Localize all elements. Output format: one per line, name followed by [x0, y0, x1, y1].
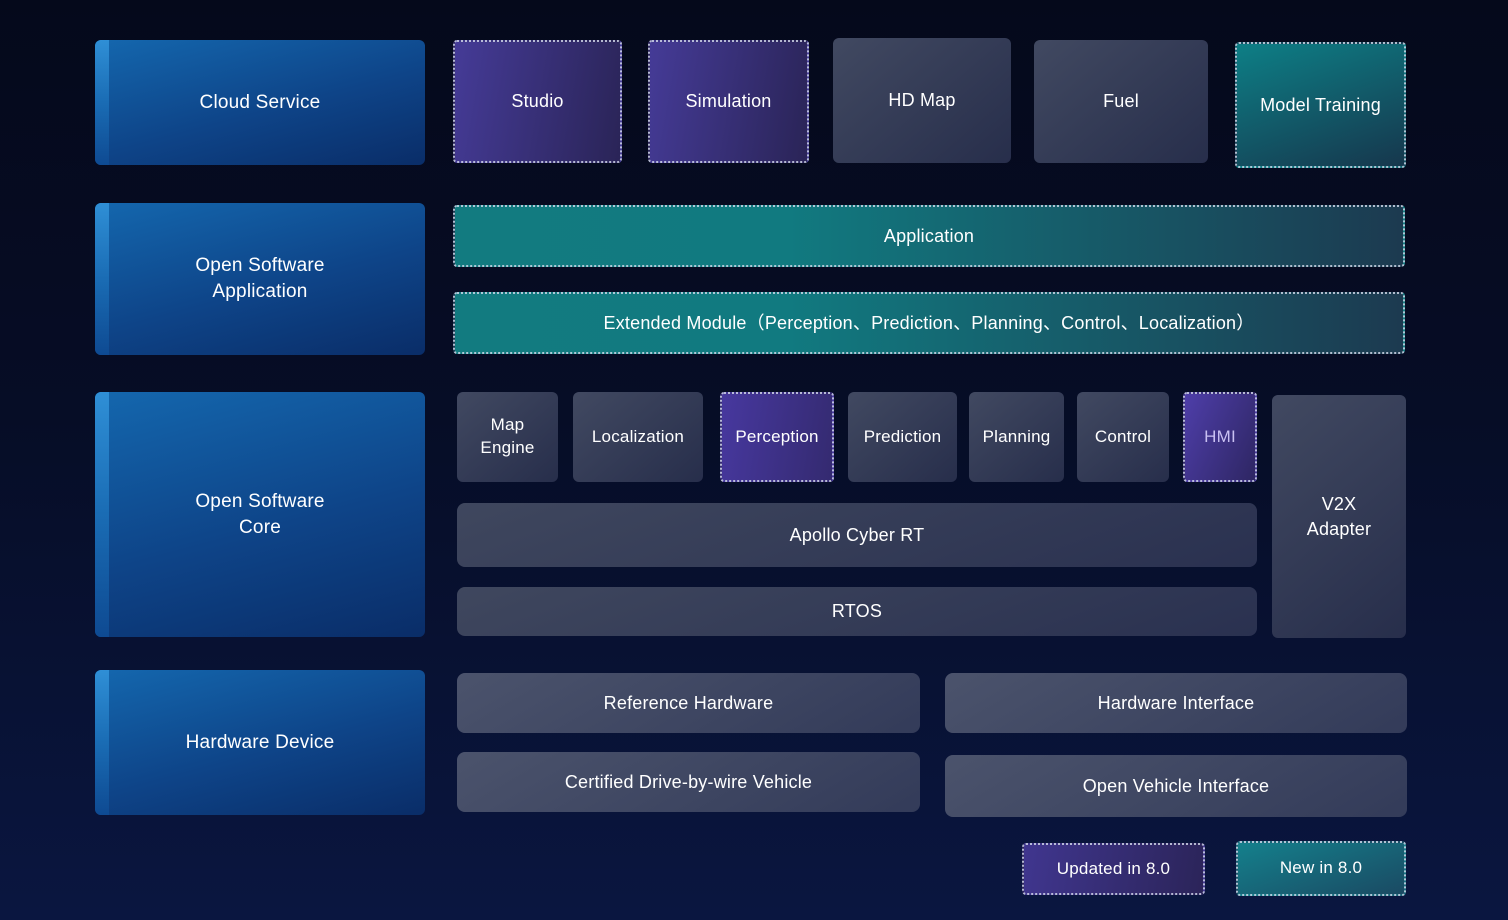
control-label: Control	[1094, 426, 1152, 446]
planning-label: Planning	[982, 426, 1051, 446]
extended-module-label: Extended Module（Perception、Prediction、Pl…	[603, 312, 1255, 333]
open-software-core-block: Open Software Core	[95, 392, 425, 637]
v2x-adapter-label: V2X Adapter	[1306, 494, 1372, 539]
hardware-device-label: Hardware Device	[185, 731, 335, 753]
open-software-application-block: Open Software Application	[95, 203, 425, 355]
open-software-core-label: Open Software Core	[195, 490, 325, 538]
hd-map-label: HD Map	[888, 90, 956, 111]
application-bar: Application	[453, 205, 1405, 267]
model-training-box: Model Training	[1235, 42, 1406, 168]
planning-box: Planning	[969, 392, 1064, 482]
reference-hardware-label: Reference Hardware	[603, 692, 774, 713]
reference-hardware-bar: Reference Hardware	[457, 673, 920, 733]
localization-label: Localization	[591, 426, 685, 446]
legend-updated-badge: Updated in 8.0	[1022, 843, 1205, 895]
rtos-label: RTOS	[831, 601, 883, 622]
perception-label: Perception	[735, 426, 819, 446]
legend-new-badge: New in 8.0	[1236, 841, 1406, 896]
hardware-interface-bar: Hardware Interface	[945, 673, 1407, 733]
open-vehicle-interface-bar: Open Vehicle Interface	[945, 755, 1407, 817]
hmi-label: HMI	[1204, 426, 1236, 446]
prediction-label: Prediction	[863, 426, 942, 446]
application-label: Application	[883, 225, 975, 246]
rtos-bar: RTOS	[457, 587, 1257, 636]
simulation-box: Simulation	[648, 40, 809, 163]
extended-module-bar: Extended Module（Perception、Prediction、Pl…	[453, 292, 1405, 354]
perception-box: Perception	[720, 392, 834, 482]
model-training-label: Model Training	[1260, 94, 1381, 115]
simulation-label: Simulation	[685, 91, 772, 112]
cloud-service-label: Cloud Service	[199, 91, 321, 113]
studio-box: Studio	[453, 40, 622, 163]
fuel-box: Fuel	[1034, 40, 1208, 163]
open-software-application-label: Open Software Application	[195, 255, 325, 302]
prediction-box: Prediction	[848, 392, 957, 482]
hd-map-box: HD Map	[833, 38, 1011, 163]
certified-vehicle-label: Certified Drive-by-wire Vehicle	[564, 771, 813, 792]
legend-new-label: New in 8.0	[1279, 858, 1363, 878]
open-vehicle-interface-label: Open Vehicle Interface	[1082, 775, 1270, 796]
apollo-cyber-rt-label: Apollo Cyber RT	[789, 524, 925, 545]
hardware-interface-label: Hardware Interface	[1097, 692, 1255, 713]
v2x-adapter-box: V2X Adapter	[1272, 395, 1406, 638]
map-engine-box: Map Engine	[457, 392, 558, 482]
map-engine-label: Map Engine	[480, 415, 535, 457]
hmi-box: HMI	[1183, 392, 1257, 482]
localization-box: Localization	[573, 392, 703, 482]
hardware-device-block: Hardware Device	[95, 670, 425, 815]
cloud-service-block: Cloud Service	[95, 40, 425, 165]
control-box: Control	[1077, 392, 1169, 482]
legend-updated-label: Updated in 8.0	[1056, 858, 1171, 878]
apollo-cyber-rt-bar: Apollo Cyber RT	[457, 503, 1257, 567]
studio-label: Studio	[511, 91, 564, 112]
certified-vehicle-bar: Certified Drive-by-wire Vehicle	[457, 752, 920, 812]
fuel-label: Fuel	[1103, 91, 1139, 112]
